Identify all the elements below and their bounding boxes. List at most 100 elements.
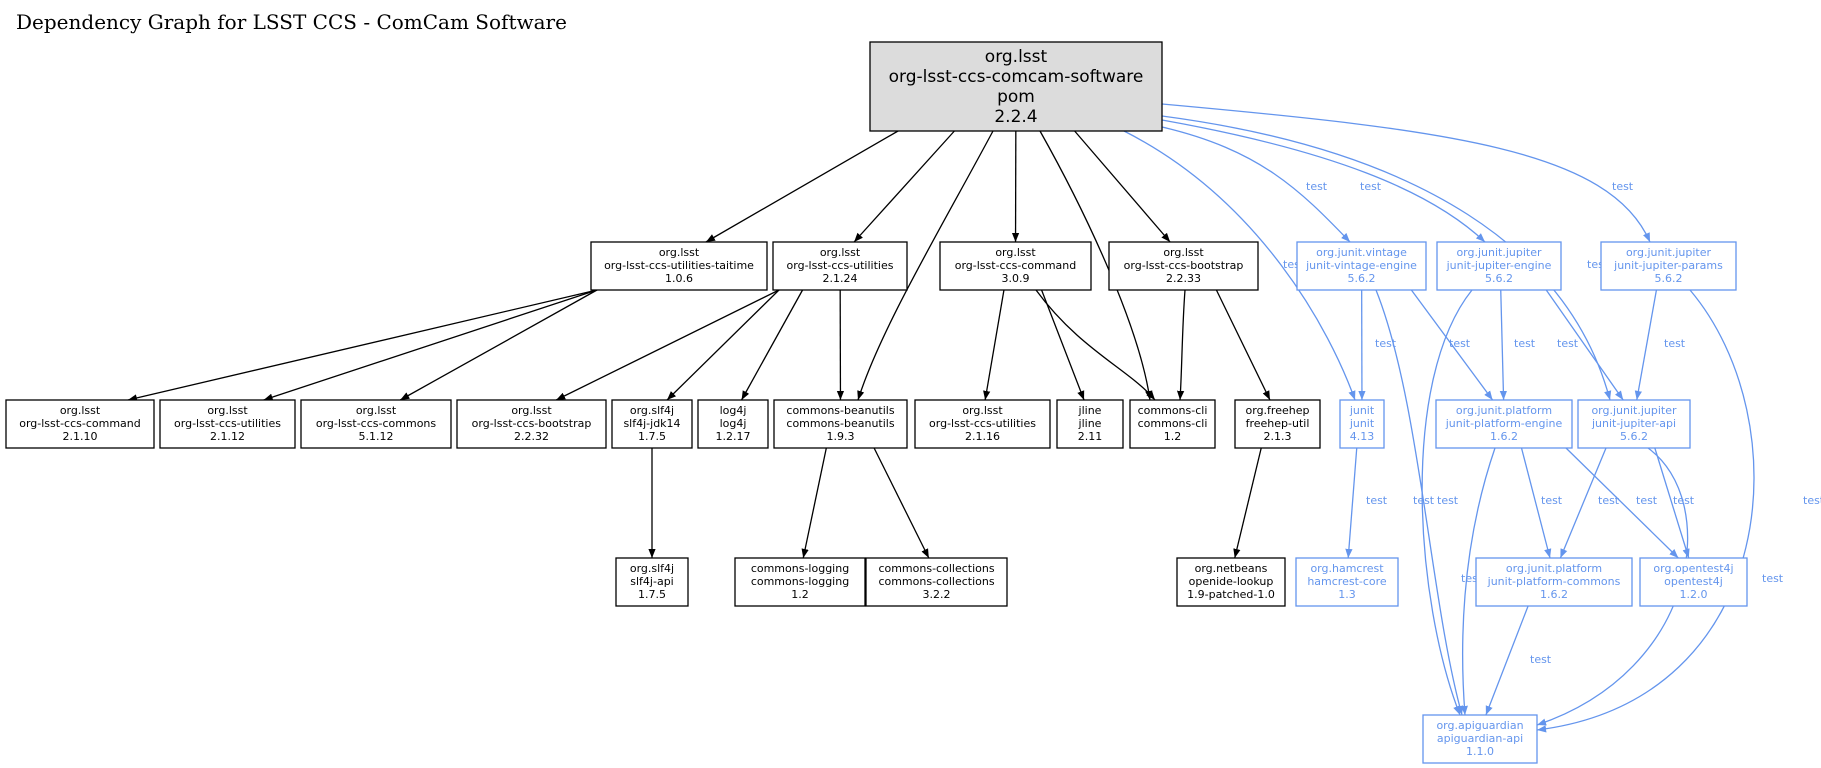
node-label-hamcrest-2: 1.3: [1338, 588, 1356, 601]
root-artifact: org-lsst-ccs-comcam-software: [889, 67, 1144, 87]
node-label-util-2116-0: org.lsst: [962, 404, 1003, 417]
root-group: org.lsst: [985, 47, 1048, 67]
edge-bootstrap-2233-to-commons-cli: [1176, 289, 1186, 401]
node-label-platform-commons-2: 1.6.2: [1540, 588, 1568, 601]
edge-label-jupiter-engine-to-jupiter-api: test: [1557, 337, 1579, 350]
graph-title: Dependency Graph for LSST CCS - ComCam S…: [16, 10, 567, 34]
edge-label-junit-to-hamcrest: test: [1366, 494, 1388, 507]
node-box-util-2124: [772, 241, 908, 291]
node-label-vintage-engine-1: junit-vintage-engine: [1305, 259, 1417, 272]
edge-label-vintage-engine-to-platform-engine: test: [1449, 337, 1471, 350]
node-label-log4j-1: log4j: [720, 417, 747, 430]
node-box-bootstrap-2233: [1108, 241, 1259, 291]
node-label-platform-commons-0: org.junit.platform: [1506, 562, 1602, 575]
node-label-freehep-util-1: freehep-util: [1246, 417, 1310, 430]
node-label-commons-logging-2: 1.2: [791, 588, 809, 601]
edge-jupiter-params-to-jupiter-api: [1634, 289, 1658, 401]
node-box-opentest4j: [1639, 557, 1748, 607]
edge-jupiter-api-to-opentest4j: [1654, 447, 1690, 559]
edge-root-to-util-taitime: [705, 130, 899, 243]
node-openide-lookup: org.netbeansopenide-lookup1.9-patched-1.…: [1176, 557, 1286, 607]
edge-label-jupiter-engine-to-platform-engine: test: [1514, 337, 1536, 350]
node-label-platform-engine-2: 1.6.2: [1490, 430, 1518, 443]
node-box-beanutils: [773, 399, 908, 449]
node-label-util-taitime-0: org.lsst: [659, 246, 700, 259]
edge-label-root-to-vintage-engine: test: [1306, 180, 1328, 193]
node-label-platform-engine-0: org.junit.platform: [1456, 404, 1552, 417]
node-box-platform-engine: [1435, 399, 1573, 449]
node-box-log4j: [697, 399, 769, 449]
edge-label-jupiter-api-to-platform-commons: test: [1598, 494, 1620, 507]
node-label-platform-commons-1: junit-platform-commons: [1487, 575, 1621, 588]
node-label-commons-cli-1: commons-cli: [1138, 417, 1208, 430]
node-label-commons-collections-2: 3.2.2: [923, 588, 951, 601]
edge-label-jupiter-params-to-apiguardian: test: [1803, 494, 1821, 507]
edge-label-jupiter-api-to-apiguardian: test: [1762, 572, 1784, 585]
edge-util-2124-to-log4j: [740, 289, 804, 401]
node-platform-engine: org.junit.platformjunit-platform-engine1…: [1435, 399, 1573, 449]
node-root: org.lsstorg-lsst-ccs-comcam-softwarepom2…: [869, 41, 1163, 132]
node-box-jupiter-api: [1577, 399, 1691, 449]
edge-command-309-to-util-2116: [983, 289, 1005, 401]
node-box-jline: [1056, 399, 1124, 449]
edge-label-root-to-jupiter-engine: test: [1360, 180, 1382, 193]
edge-beanutils-to-commons-logging: [801, 447, 827, 559]
edge-util-taitime-to-commons-5112: [399, 289, 598, 401]
node-label-log4j-2: 1.2.17: [716, 430, 751, 443]
node-vintage-engine: org.junit.vintagejunit-vintage-engine5.6…: [1296, 241, 1427, 291]
node-box-util-2112: [159, 399, 296, 449]
node-label-bootstrap-2233-2: 2.2.33: [1166, 272, 1201, 285]
node-box-hamcrest: [1295, 557, 1399, 607]
edge-platform-commons-to-apiguardian: [1485, 605, 1529, 716]
node-label-util-2124-0: org.lsst: [820, 246, 861, 259]
node-label-commons-5112-1: org-lsst-ccs-commons: [316, 417, 437, 430]
edge-label-jupiter-api-to-opentest4j: test: [1673, 494, 1695, 507]
node-label-util-2124-2: 2.1.24: [823, 272, 858, 285]
edge-command-309-to-commons-cli: [1035, 289, 1156, 401]
node-box-util-2116: [914, 399, 1051, 449]
edge-label-vintage-engine-to-apiguardian: test: [1413, 494, 1435, 507]
node-box-command-2110: [5, 399, 155, 449]
edge-root-to-junit: [1123, 130, 1356, 401]
node-label-slf4j-api-2: 1.7.5: [638, 588, 666, 601]
node-label-util-2112-2: 2.1.12: [210, 430, 245, 443]
node-label-bootstrap-2233-1: org-lsst-ccs-bootstrap: [1124, 259, 1244, 272]
node-label-openide-lookup-2: 1.9-patched-1.0: [1187, 588, 1275, 601]
node-box-commons-collections: [865, 557, 1008, 607]
node-label-opentest4j-1: opentest4j: [1664, 575, 1723, 588]
edge-root-to-util-2124: [853, 130, 955, 243]
node-box-openide-lookup: [1176, 557, 1286, 607]
node-label-freehep-util-0: org.freehep: [1246, 404, 1310, 417]
node-label-util-2112-0: org.lsst: [207, 404, 248, 417]
node-label-command-309-1: org-lsst-ccs-command: [955, 259, 1077, 272]
node-label-util-2124-1: org-lsst-ccs-utilities: [787, 259, 894, 272]
node-label-beanutils-1: commons-beanutils: [786, 417, 894, 430]
edge-root-to-bootstrap-2233: [1074, 130, 1171, 243]
node-box-command-309: [939, 241, 1092, 291]
node-box-commons-cli: [1129, 399, 1216, 449]
node-box-platform-commons: [1475, 557, 1633, 607]
node-label-command-2110-2: 2.1.10: [63, 430, 98, 443]
node-util-taitime: org.lsstorg-lsst-ccs-utilities-taitime1.…: [590, 241, 768, 291]
edge-util-taitime-to-command-2110: [127, 289, 598, 402]
node-label-slf4j-api-0: org.slf4j: [630, 562, 674, 575]
edge-label-jupiter-engine-to-apiguardian: test: [1437, 494, 1459, 507]
node-label-slf4j-jdk14-0: org.slf4j: [630, 404, 674, 417]
edge-jupiter-engine-to-platform-engine: [1499, 289, 1508, 401]
edge-jupiter-params-to-apiguardian: [1536, 289, 1755, 733]
node-box-slf4j-api: [615, 557, 689, 607]
node-label-commons-cli-2: 1.2: [1164, 430, 1182, 443]
node-label-bootstrap-2232-1: org-lsst-ccs-bootstrap: [472, 417, 592, 430]
node-label-slf4j-api-1: slf4j-api: [630, 575, 673, 588]
node-box-bootstrap-2232: [456, 399, 607, 449]
